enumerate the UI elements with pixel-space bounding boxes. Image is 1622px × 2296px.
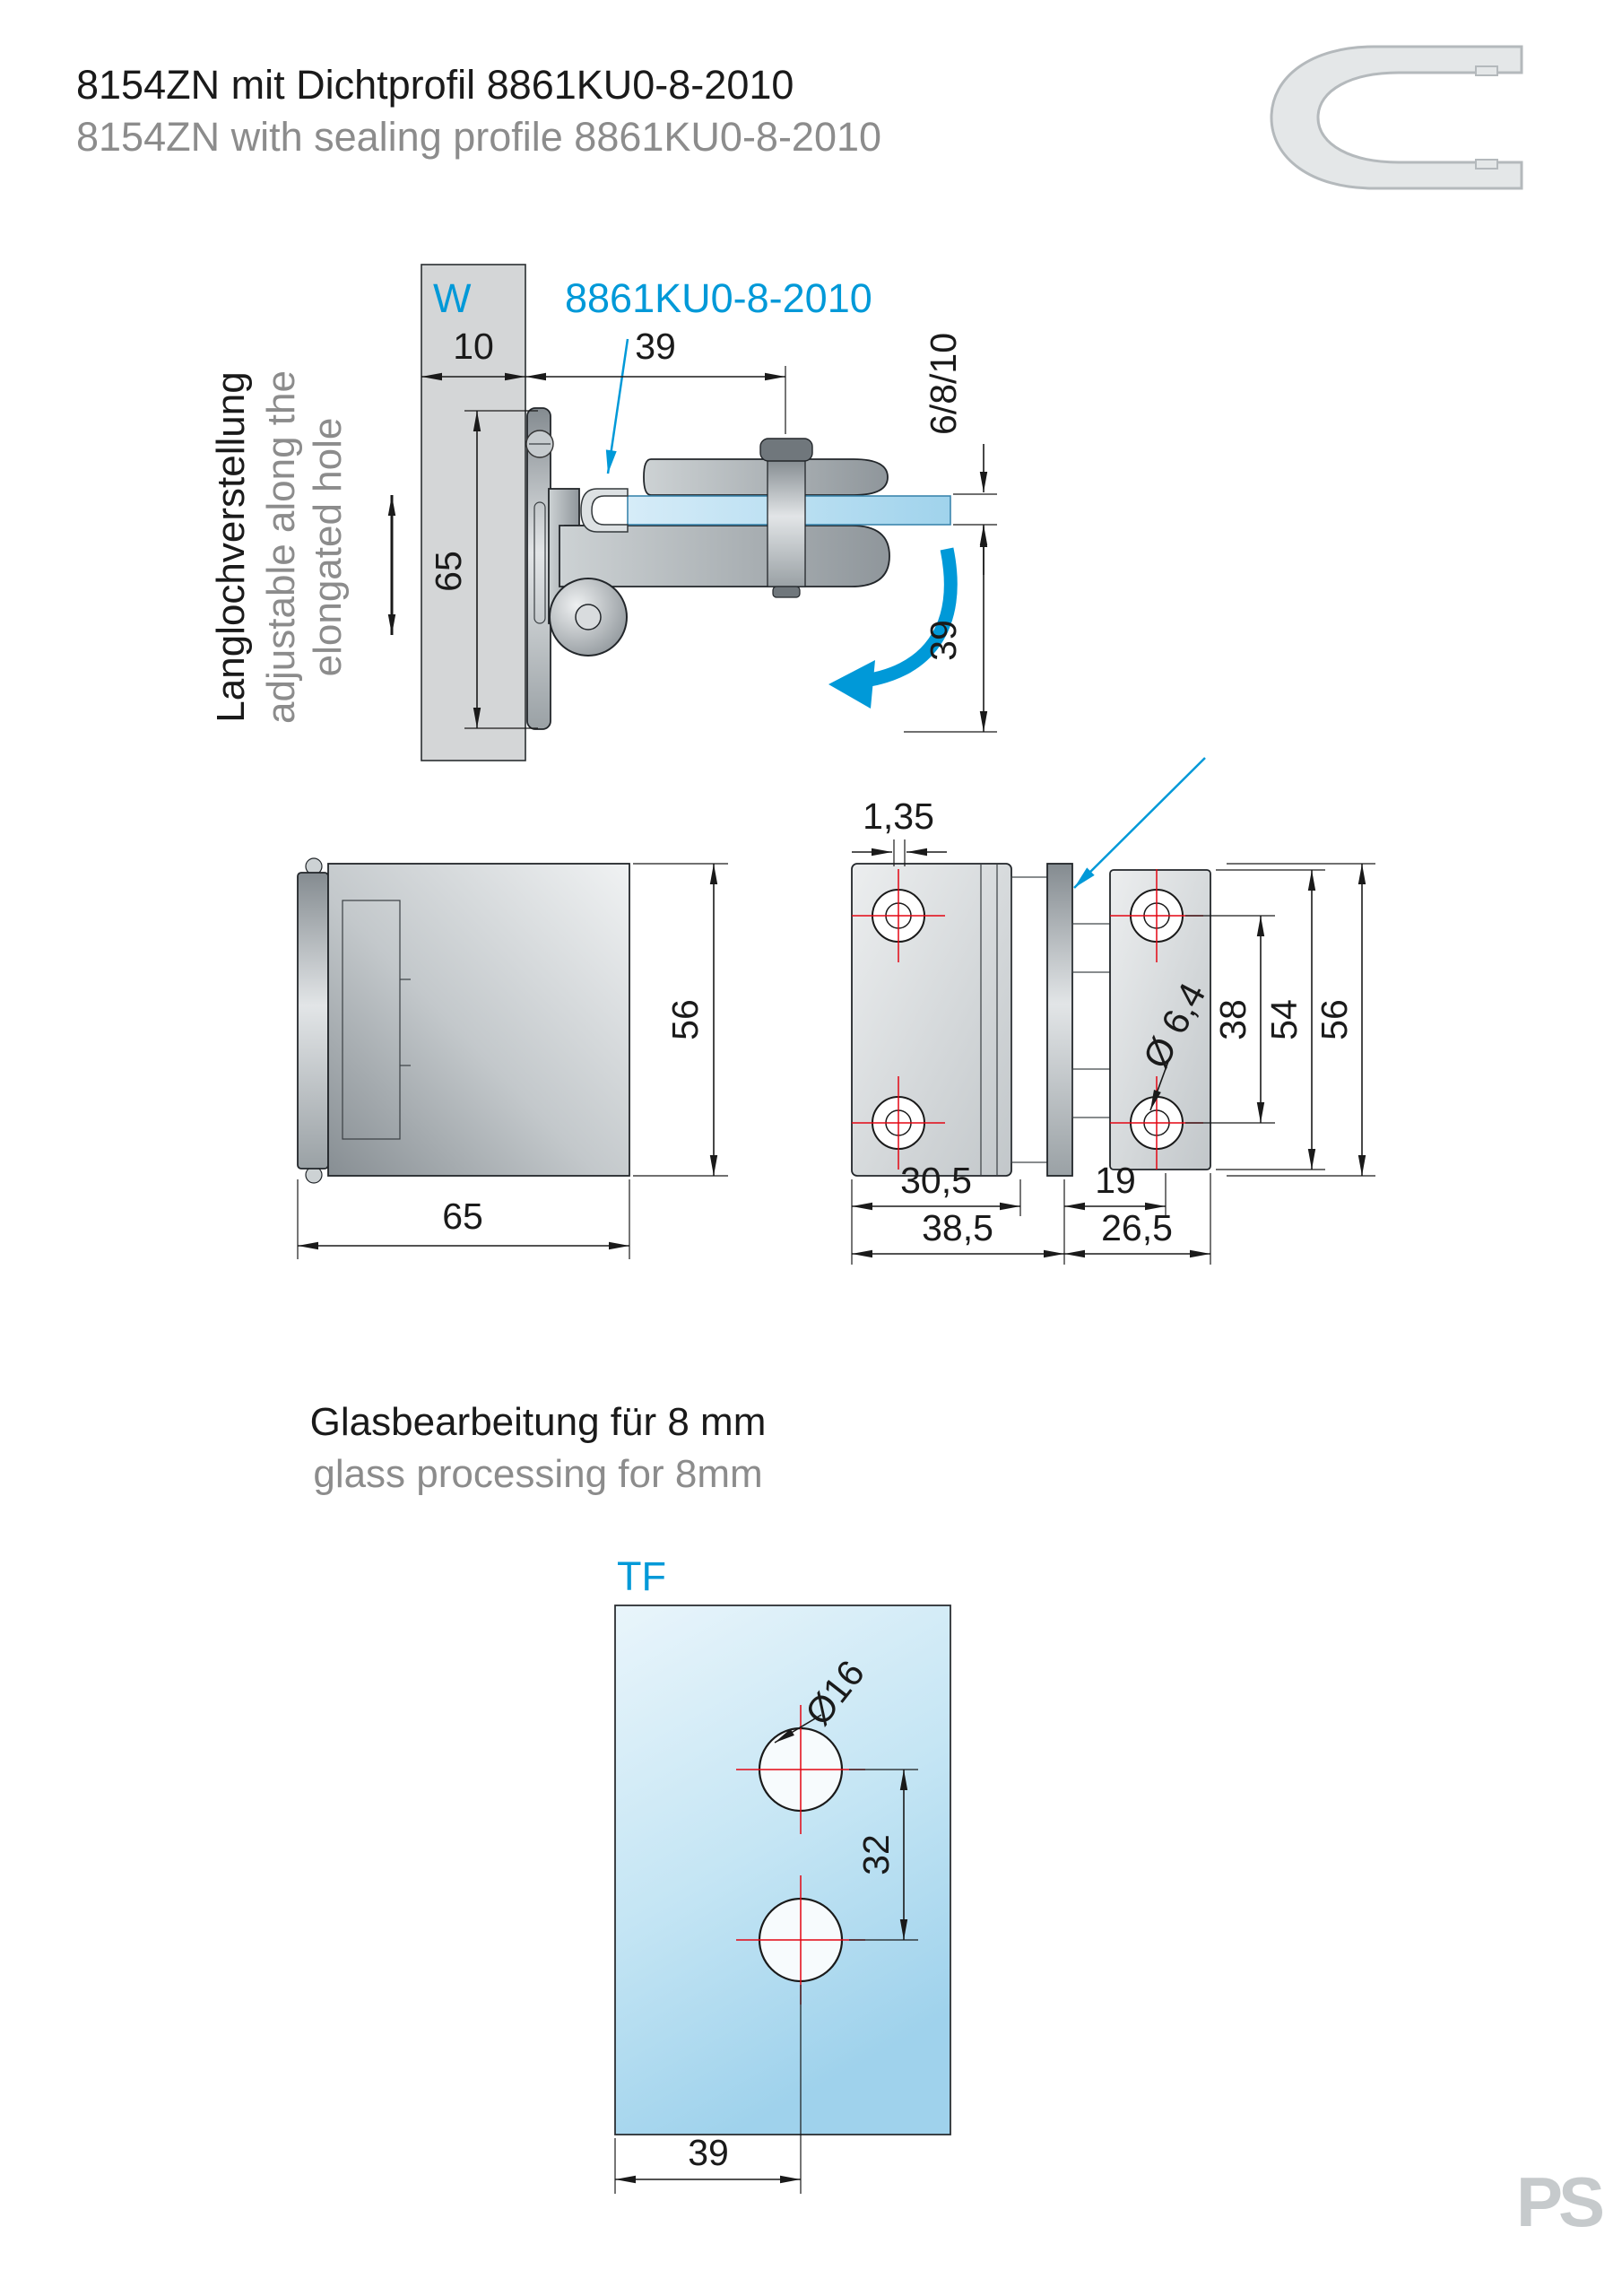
glass-label-tf: TF bbox=[617, 1553, 666, 1599]
clamp-plate-bottom bbox=[559, 525, 890, 587]
dim-38-label: 38 bbox=[1212, 999, 1253, 1040]
dimension-lip: 1,35 bbox=[852, 796, 947, 866]
hinge-tab-top bbox=[1071, 923, 1111, 973]
seal-callout-leader bbox=[605, 338, 629, 474]
dim-56-rear-label: 56 bbox=[1314, 999, 1355, 1040]
ps-logo: PS bbox=[1516, 2162, 1602, 2241]
glass-hole-bottom bbox=[736, 1875, 865, 2005]
dimension-front-height: 56 bbox=[633, 863, 728, 1177]
dimension-front-width: 65 bbox=[297, 1179, 630, 1259]
note-en-line2: elongated hole bbox=[306, 418, 350, 677]
mount-hole-4 bbox=[1110, 1076, 1203, 1170]
note-de: Langlochverstellung bbox=[209, 371, 253, 722]
dimension-glass-inset: 39 bbox=[525, 326, 786, 434]
glass-title-en: glass processing for 8mm bbox=[313, 1452, 762, 1496]
side-view-drawing: W 8861KU0-8-2010 Langlochv bbox=[209, 264, 997, 761]
dim-265-label: 26,5 bbox=[1101, 1207, 1173, 1248]
page-title-en: 8154ZN with sealing profile 8861KU0-8-20… bbox=[76, 114, 881, 160]
front-view-drawing: 56 65 bbox=[297, 857, 728, 1259]
seal-leader-rear bbox=[1073, 757, 1206, 889]
hinge-cover-face bbox=[327, 863, 630, 1177]
dim-glass-thickness-label: 6/8/10 bbox=[923, 333, 964, 435]
backplate-outline bbox=[342, 900, 401, 1140]
dimension-glass-thickness: 6/8/10 bbox=[923, 333, 997, 575]
dim-135-label: 1,35 bbox=[863, 796, 934, 837]
glass-pane-front bbox=[614, 1605, 951, 2135]
dim-385-label: 38,5 bbox=[922, 1207, 993, 1248]
dim-65-front-label: 65 bbox=[442, 1196, 483, 1237]
header: 8154ZN mit Dichtprofil 8861KU0-8-2010 81… bbox=[76, 62, 881, 160]
mount-hole-1 bbox=[852, 869, 945, 962]
page-title-de: 8154ZN mit Dichtprofil 8861KU0-8-2010 bbox=[76, 62, 794, 108]
glass-hole-top bbox=[736, 1705, 865, 1834]
dimension-plate-height: 54 bbox=[1216, 869, 1325, 1170]
dimension-plate-height: 65 bbox=[428, 410, 538, 729]
dimension-pivot-offset: 39 bbox=[904, 525, 997, 733]
dim-305-label: 30,5 bbox=[900, 1160, 972, 1201]
dimension-total-height: 56 bbox=[1227, 863, 1375, 1177]
wall-plate-edge bbox=[297, 872, 329, 1170]
dimension-glass-hole-spacing: 32 bbox=[849, 1769, 918, 1941]
seal-callout-label: 8861KU0-8-2010 bbox=[565, 275, 872, 321]
note-en-line1: adjustable along the bbox=[259, 370, 303, 724]
mount-hole-3 bbox=[1110, 869, 1203, 962]
dimension-bottom-row2: 38,5 26,5 bbox=[852, 1207, 1210, 1258]
dimension-hole-spacing: 38 bbox=[1185, 915, 1275, 1124]
hinge-middle-body bbox=[1010, 876, 1048, 1163]
seal-profile-icon bbox=[1270, 45, 1523, 190]
footer: PS bbox=[1516, 2162, 1607, 2241]
pivot-column bbox=[1046, 863, 1073, 1177]
dim-32-label: 32 bbox=[855, 1834, 897, 1875]
glass-processing-section: Glasbearbeitung für 8 mm glass processin… bbox=[310, 1400, 951, 2194]
dim-65-label: 65 bbox=[428, 551, 469, 592]
dimension-wall-depth: 10 bbox=[421, 326, 525, 381]
dim-56-front-label: 56 bbox=[664, 999, 706, 1040]
wall-plate-rear bbox=[1109, 869, 1211, 1170]
hinge-tab-bottom bbox=[1071, 1068, 1111, 1118]
mount-hole-2 bbox=[852, 1076, 945, 1170]
swing-arrowhead bbox=[828, 660, 875, 709]
dimension-glass-edge-distance: 39 bbox=[614, 1985, 802, 2194]
seal-lip-top bbox=[1475, 65, 1498, 76]
dim-10-label: 10 bbox=[453, 326, 494, 367]
clamp-plate-top bbox=[643, 458, 889, 496]
dim-19-label: 19 bbox=[1095, 1160, 1136, 1201]
elongated-hole bbox=[533, 501, 546, 624]
sealing-profile bbox=[580, 488, 629, 533]
dim-39-side-label: 39 bbox=[923, 620, 964, 661]
dim-39-glass-label: 39 bbox=[688, 2132, 729, 2173]
dim-54-label: 54 bbox=[1263, 999, 1305, 1040]
wall-label: W bbox=[433, 275, 472, 321]
clamp-screw-cap bbox=[759, 438, 813, 462]
pivot-pin bbox=[575, 604, 602, 631]
glass-title-de: Glasbearbeitung für 8 mm bbox=[310, 1400, 767, 1444]
swing-arrow bbox=[856, 547, 958, 689]
dim-39-top-label: 39 bbox=[635, 326, 676, 367]
rear-view-drawing: 1,35 Ø 6,4 38 54 56 bbox=[851, 757, 1375, 1265]
seal-lip-bottom bbox=[1475, 159, 1498, 170]
clamp-screw-tip bbox=[772, 586, 801, 598]
clamp-screw-body bbox=[767, 458, 806, 587]
dimension-bottom-row1: 30,5 19 bbox=[851, 1160, 1211, 1265]
